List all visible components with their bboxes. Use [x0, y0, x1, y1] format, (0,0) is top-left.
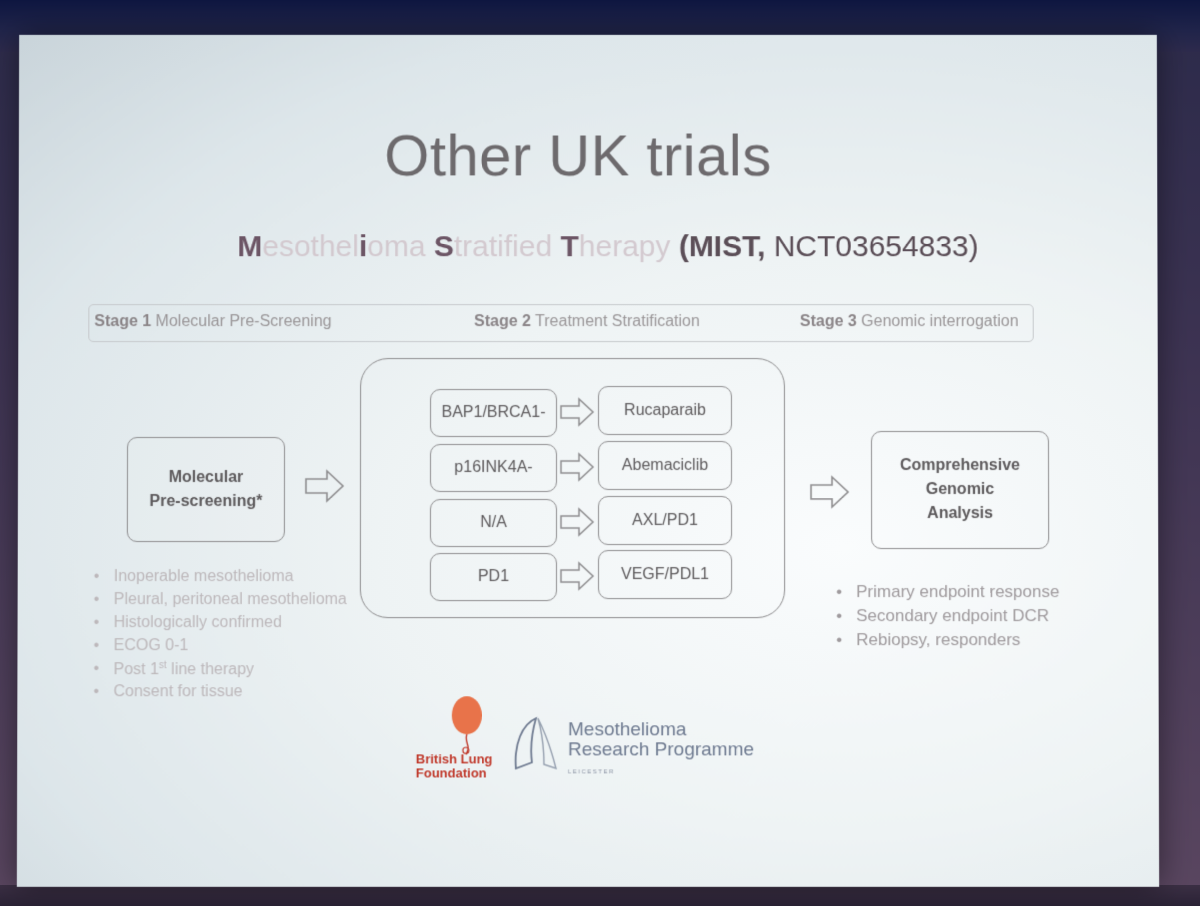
subtitle-part: T — [561, 230, 579, 263]
list-item: Inoperable mesothelioma — [88, 568, 347, 591]
biomarker-box: BAP1/BRCA1- — [430, 389, 557, 437]
logo-line: LEICESTER — [568, 762, 754, 782]
subtitle-part: oma — [367, 230, 434, 263]
box-line: Comprehensive — [900, 457, 1020, 474]
eligibility-criteria-list: Inoperable mesothelioma Pleural, periton… — [87, 568, 346, 706]
blf-logo-text: British Lung Foundation — [416, 752, 493, 780]
box-line: Analysis — [927, 505, 993, 522]
list-item-text: Post 1st line therapy — [114, 662, 254, 679]
arrow-right-icon — [559, 396, 597, 428]
subtitle-part: tratified — [454, 230, 561, 263]
stage-text: Molecular Pre-Screening — [151, 313, 331, 330]
lungs-logo-icon — [510, 714, 562, 774]
biomarker-box: N/A — [430, 499, 557, 547]
treatment-box: Rucaparaib — [598, 386, 732, 435]
arrow-right-icon — [559, 506, 597, 538]
list-item: Rebiopsy, responders — [830, 630, 1059, 654]
biomarker-box: PD1 — [430, 553, 557, 601]
list-item: Pleural, peritoneal mesothelioma — [88, 591, 347, 614]
stage-number: Stage 3 — [800, 313, 857, 330]
box-line: Molecular — [169, 468, 244, 485]
treatment-box: AXL/PD1 — [598, 496, 732, 545]
logo-line: Mesothelioma — [568, 720, 754, 740]
logo-line: British Lung — [416, 752, 493, 766]
stage-number: Stage 1 — [94, 313, 151, 330]
arrow-right-icon — [303, 468, 347, 504]
arrow-right-icon — [559, 560, 597, 592]
box-line: Pre-screening* — [149, 493, 262, 510]
projector-bottom-edge — [0, 885, 1200, 906]
subtitle-part: i — [359, 230, 367, 263]
stage-number: Stage 2 — [474, 313, 531, 330]
presentation-slide: Other UK trials Mesothelioma Stratified … — [17, 35, 1159, 887]
stage-3-label: Stage 3 Genomic interrogation — [800, 313, 1019, 331]
subtitle-part: esothel — [262, 230, 359, 263]
stage-text: Genomic interrogation — [857, 313, 1019, 330]
biomarker-box: p16INK4A- — [430, 444, 557, 492]
stage-text: Treatment Stratification — [531, 313, 700, 330]
arrow-right-icon — [808, 474, 852, 510]
subtitle-part: herapy — [579, 230, 679, 263]
stage-1-label: Stage 1 Molecular Pre-Screening — [94, 313, 331, 331]
balloon-logo-icon — [446, 694, 488, 756]
list-item: Consent for tissue — [87, 683, 346, 706]
endpoints-list: Primary endpoint response Secondary endp… — [830, 582, 1059, 654]
subtitle-part: (MIST, — [679, 230, 766, 263]
arrow-right-icon — [559, 451, 597, 483]
logo-line: Research Programme — [568, 740, 754, 760]
trial-name: Mesothelioma Stratified Therapy (MIST, N… — [158, 230, 1057, 264]
subtitle-part: NCT03654833) — [765, 230, 978, 263]
slide-title: Other UK trials — [19, 123, 1138, 190]
mrp-logo-text: Mesothelioma Research Programme LEICESTE… — [568, 720, 754, 782]
subtitle-part: S — [434, 230, 454, 263]
box-line: Genomic — [926, 481, 995, 498]
list-item: ECOG 0-1 — [88, 637, 347, 660]
subtitle-part: M — [237, 230, 262, 263]
logo-line: Foundation — [416, 766, 493, 780]
treatment-box: VEGF/PDL1 — [598, 550, 732, 599]
list-item: Secondary endpoint DCR — [830, 606, 1059, 630]
list-item: Histologically confirmed — [88, 614, 347, 637]
list-item: Primary endpoint response — [830, 582, 1059, 606]
stage-2-label: Stage 2 Treatment Stratification — [474, 313, 700, 331]
treatment-box: Abemaciclib — [598, 441, 732, 490]
list-item: Post 1st line therapy — [87, 660, 346, 683]
ordinal-suffix: st — [159, 660, 167, 671]
